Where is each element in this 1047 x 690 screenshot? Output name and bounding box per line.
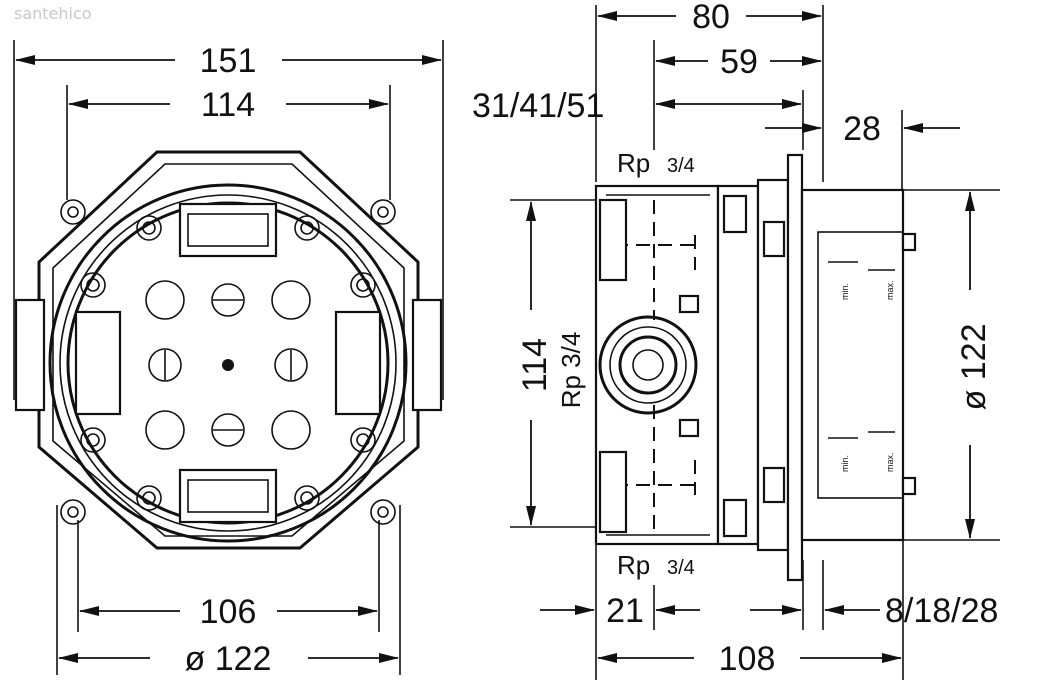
max-label-bottom: max. bbox=[885, 452, 895, 472]
thread-top-label: Rp bbox=[617, 148, 650, 178]
thread-mid-label: Rp 3/4 bbox=[556, 332, 586, 409]
max-label-top: max. bbox=[885, 280, 895, 300]
watermark-text: santehico bbox=[14, 4, 92, 23]
dimension-diameter-122-front: ø 122 bbox=[185, 640, 272, 678]
min-label-bottom: min. bbox=[840, 455, 850, 472]
dimension-151: 151 bbox=[200, 42, 257, 80]
side-view: 80 59 31/41/51 28 Rp 3/4 114 Rp 3/4 ø 12… bbox=[472, 0, 1000, 680]
dimension-59: 59 bbox=[720, 43, 758, 81]
thread-bottom-size: 3/4 bbox=[667, 557, 695, 579]
dimension-31-41-51: 31/41/51 bbox=[472, 87, 604, 125]
dimension-114-side: 114 bbox=[516, 338, 554, 392]
thread-bottom-label: Rp bbox=[617, 550, 650, 580]
ring-outer bbox=[48, 183, 408, 543]
ring-bosses bbox=[80, 215, 376, 511]
dimension-106: 106 bbox=[200, 593, 257, 631]
right-clamp bbox=[334, 310, 382, 416]
knockout-holes bbox=[145, 280, 311, 450]
top-clamp bbox=[178, 202, 278, 258]
dimension-114-front: 114 bbox=[201, 86, 255, 124]
dimension-21: 21 bbox=[606, 592, 644, 630]
min-label-top: min. bbox=[840, 283, 850, 300]
dimension-80: 80 bbox=[692, 0, 730, 36]
dimension-28: 28 bbox=[843, 110, 881, 148]
front-plate bbox=[786, 153, 804, 582]
center-point bbox=[222, 359, 234, 371]
right-tab bbox=[411, 298, 443, 412]
dimension-8-18-28: 8/18/28 bbox=[885, 592, 998, 630]
front-view: 151 114 106 ø 122 bbox=[13, 40, 444, 678]
inlet-outer bbox=[598, 315, 698, 415]
bottom-clamp bbox=[178, 468, 278, 524]
dimension-diameter-122-side: ø 122 bbox=[955, 324, 993, 411]
dimension-108: 108 bbox=[719, 640, 776, 678]
trim-sleeve bbox=[800, 188, 905, 542]
thread-top-size: 3/4 bbox=[667, 155, 695, 177]
left-clamp bbox=[74, 310, 122, 416]
left-tab bbox=[14, 298, 46, 412]
